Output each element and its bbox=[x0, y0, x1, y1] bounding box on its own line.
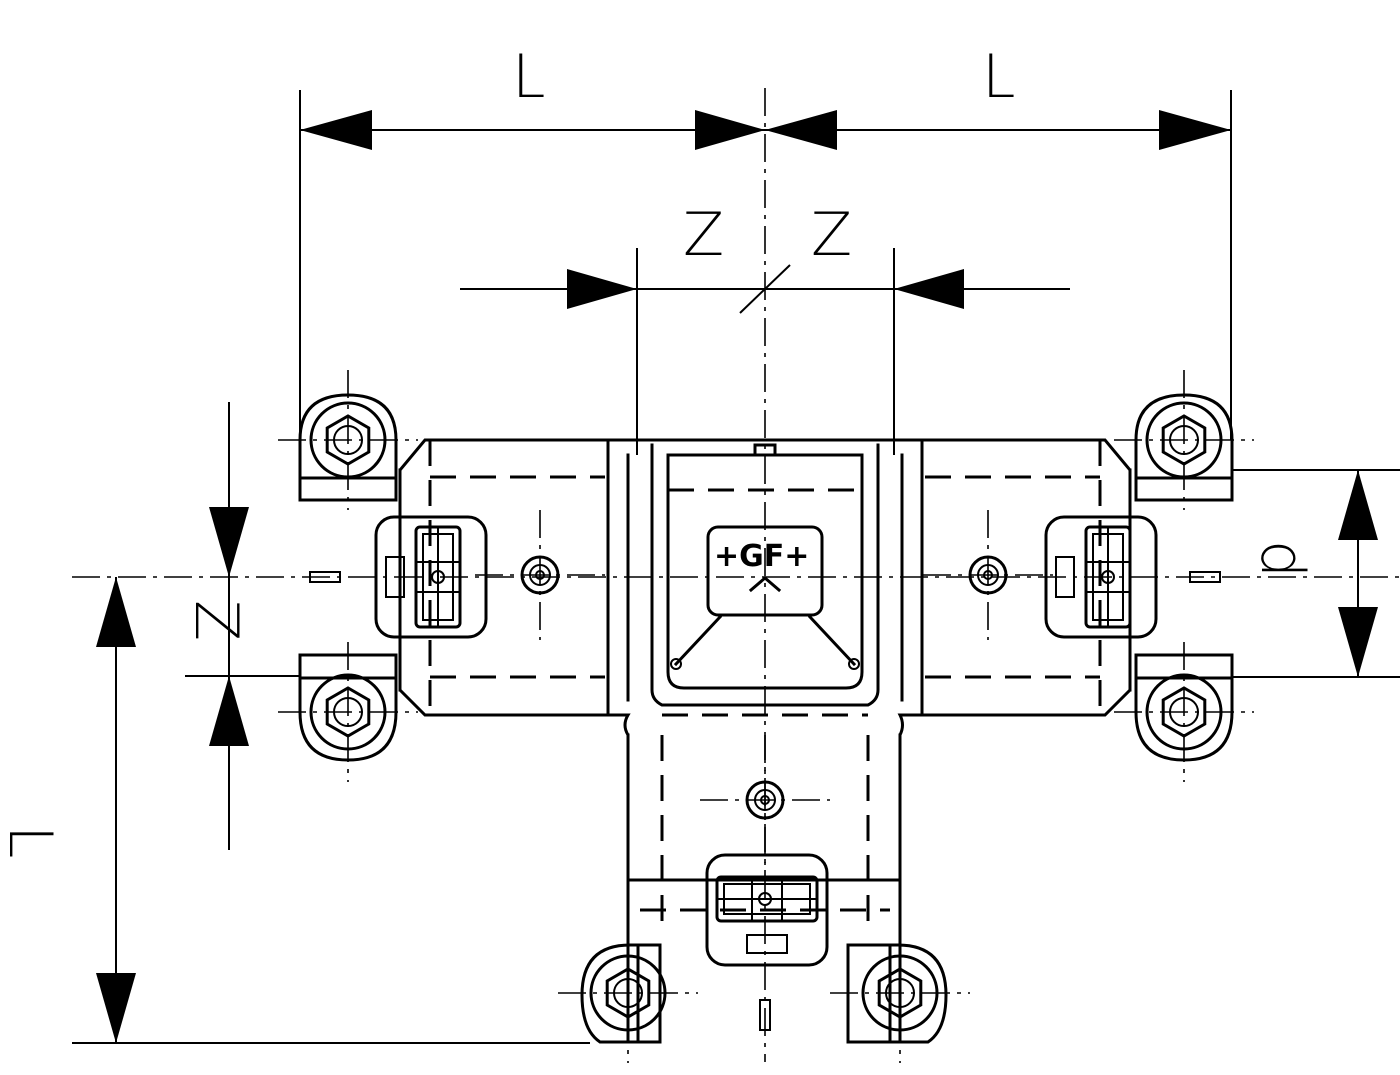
dim-label-right-l: L bbox=[982, 42, 1015, 112]
bolt-icon bbox=[1114, 642, 1254, 782]
tee-body bbox=[398, 438, 1132, 1044]
dim-label-right-z: Z bbox=[811, 200, 852, 270]
fusion-indicator-icon bbox=[475, 510, 605, 640]
terminal-connector-icon bbox=[1044, 515, 1158, 639]
dim-label-left-z: Z bbox=[683, 200, 724, 270]
top-dimension-l bbox=[299, 90, 1232, 440]
clamp-bottom-branch-left bbox=[580, 943, 662, 1044]
bolt-icon bbox=[830, 923, 970, 1063]
dim-label-vertical-z: Z bbox=[181, 600, 251, 641]
dim-label-diameter: d bbox=[1247, 540, 1317, 578]
bolt-icon bbox=[278, 642, 418, 782]
dim-label-left-l: L bbox=[512, 42, 545, 112]
bolt-icon bbox=[1114, 370, 1254, 510]
dim-label-vertical-l: L bbox=[0, 825, 65, 858]
terminal-connector-icon bbox=[705, 853, 829, 967]
indicator-pin-group bbox=[475, 510, 1053, 865]
center-lines bbox=[72, 88, 1400, 1062]
left-dimension-z bbox=[185, 402, 300, 850]
fusion-indicator-icon bbox=[700, 735, 830, 865]
terminal-connector-group bbox=[374, 515, 1158, 967]
bolt-group bbox=[278, 370, 1254, 1063]
terminal-connector-icon bbox=[374, 515, 488, 639]
gf-logo-plate: +GF+ bbox=[706, 525, 824, 617]
top-dimension-z bbox=[460, 248, 1070, 455]
bolt-icon bbox=[278, 370, 418, 510]
pipe-stop-marks bbox=[309, 571, 1221, 1031]
right-dimension-diameter bbox=[1232, 469, 1400, 678]
fusion-indicator-icon bbox=[923, 510, 1053, 640]
bolt-icon bbox=[558, 923, 698, 1063]
left-dimension-l bbox=[72, 577, 590, 1044]
gf-logo: +GF+ bbox=[714, 539, 809, 574]
